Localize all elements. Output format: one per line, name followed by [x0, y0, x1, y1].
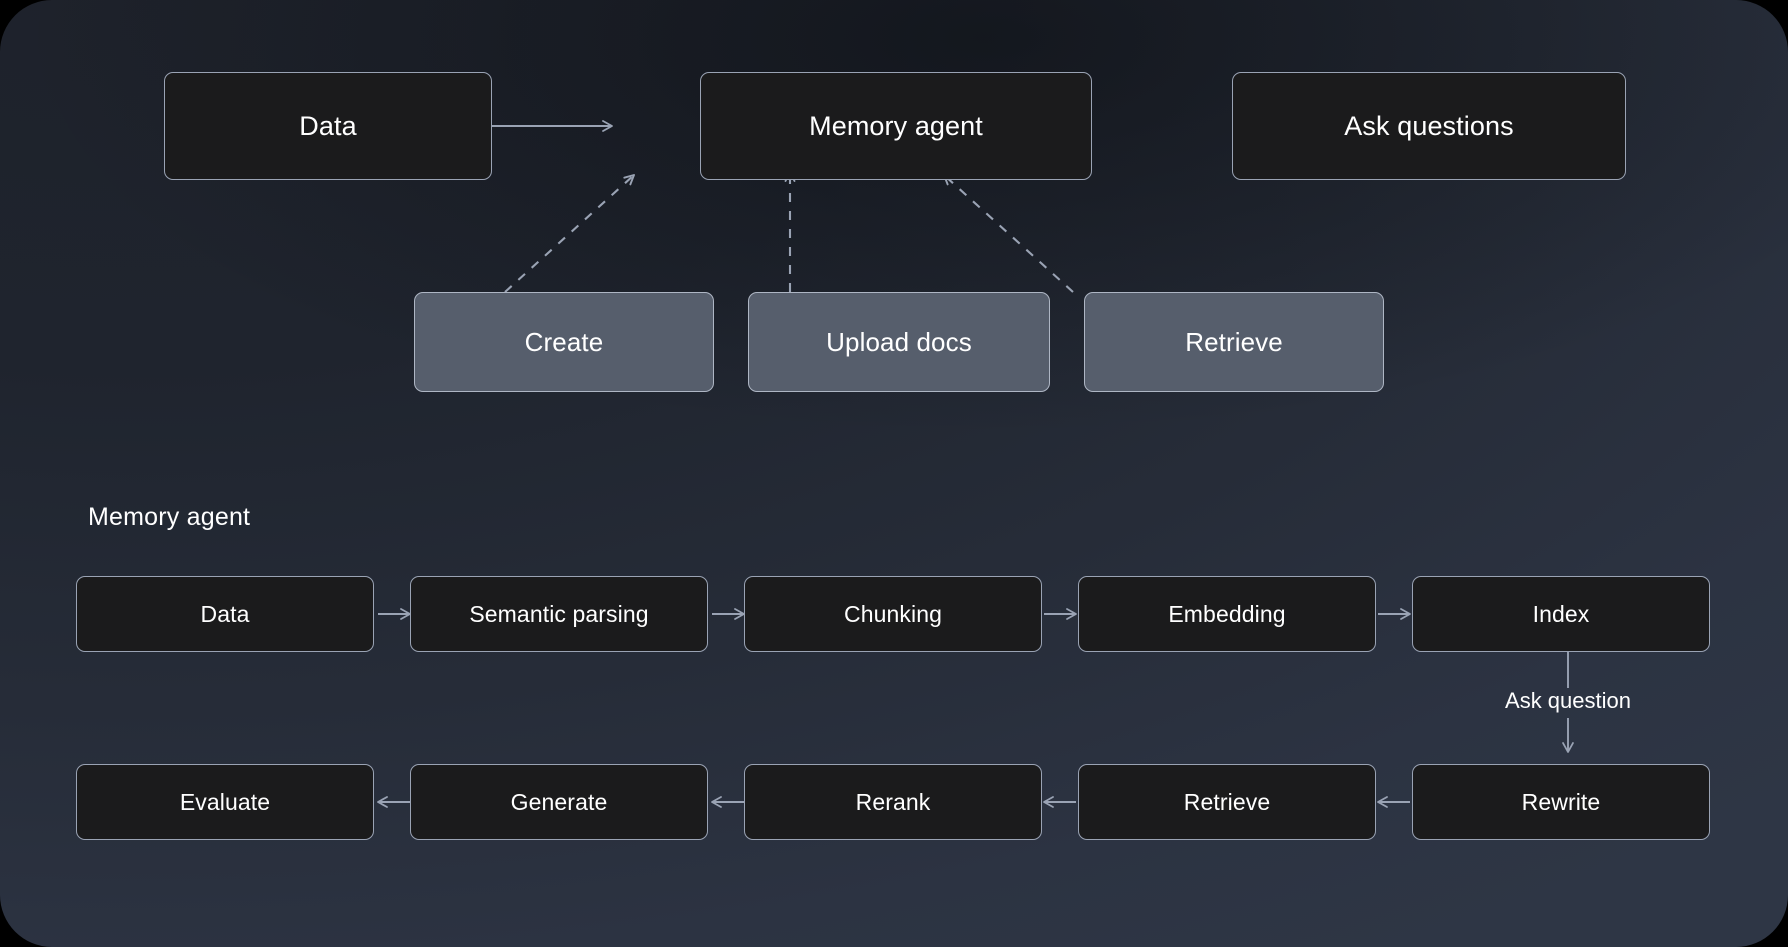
- node-label: Chunking: [844, 600, 942, 627]
- node-label: Upload docs: [826, 326, 972, 357]
- node-label: Generate: [510, 788, 608, 815]
- node-label: Rewrite: [1521, 788, 1601, 815]
- node-label: Create: [524, 326, 604, 357]
- node-create[interactable]: Create: [414, 292, 714, 392]
- edge-label-ask-question: Ask question: [1496, 688, 1640, 714]
- node-p-rewrite[interactable]: Rewrite: [1412, 764, 1710, 840]
- node-label: Memory agent: [809, 110, 983, 141]
- node-label: Data: [299, 110, 357, 141]
- section-label-text: Memory agent: [88, 503, 251, 531]
- node-label: Data: [200, 600, 250, 627]
- node-p-chunking[interactable]: Chunking: [744, 576, 1042, 652]
- edge-label-text: Ask question: [1505, 688, 1631, 713]
- node-p-semantic-parsing[interactable]: Semantic parsing: [410, 576, 708, 652]
- node-p-evaluate[interactable]: Evaluate: [76, 764, 374, 840]
- node-p-index[interactable]: Index: [1412, 576, 1710, 652]
- node-p-rerank[interactable]: Rerank: [744, 764, 1042, 840]
- node-label: Evaluate: [179, 788, 271, 815]
- node-memory-agent[interactable]: Memory agent: [700, 72, 1092, 180]
- node-p-embedding[interactable]: Embedding: [1078, 576, 1376, 652]
- node-label: Embedding: [1168, 600, 1286, 627]
- section-label-memory-agent: Memory agent: [88, 503, 250, 532]
- node-data-overview[interactable]: Data: [164, 72, 492, 180]
- node-label: Rerank: [855, 788, 931, 815]
- node-upload-docs[interactable]: Upload docs: [748, 292, 1050, 392]
- node-label: Retrieve: [1183, 788, 1271, 815]
- node-label: Semantic parsing: [469, 600, 649, 627]
- node-label: Retrieve: [1185, 326, 1283, 357]
- node-label: Index: [1532, 600, 1590, 627]
- node-p-generate[interactable]: Generate: [410, 764, 708, 840]
- node-p-retrieve[interactable]: Retrieve: [1078, 764, 1376, 840]
- node-p-data[interactable]: Data: [76, 576, 374, 652]
- node-label: Ask questions: [1344, 110, 1514, 141]
- node-ask-questions[interactable]: Ask questions: [1232, 72, 1626, 180]
- node-retrieve-op[interactable]: Retrieve: [1084, 292, 1384, 392]
